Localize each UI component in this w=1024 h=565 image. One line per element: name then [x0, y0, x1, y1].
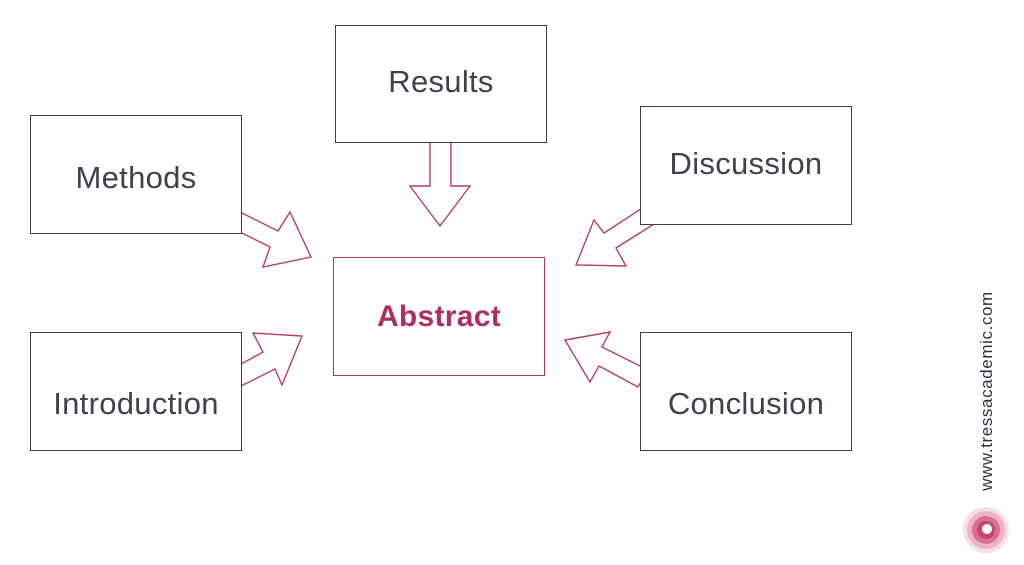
introduction-box: Introduction [30, 332, 242, 451]
methods-box: Methods [30, 115, 242, 234]
results-label: Results [388, 64, 494, 99]
arrow-discussion-to-abstract [574, 206, 655, 267]
website-url: www.tressacademic.com [977, 291, 996, 491]
abstract-label: Abstract [376, 299, 502, 333]
conclusion-box: Conclusion [640, 332, 852, 451]
results-box: Results [335, 25, 547, 143]
abstract-box: Abstract [333, 257, 545, 376]
conclusion-label: Conclusion [667, 385, 825, 421]
introduction-label: Introduction [53, 385, 219, 421]
discussion-box: Discussion [640, 106, 852, 225]
arrow-results-to-abstract [408, 139, 472, 228]
discussion-label: Discussion [669, 145, 823, 181]
methods-label: Methods [75, 159, 197, 195]
arrow-conclusion-to-abstract [563, 331, 649, 388]
tress-academic-logo-icon [963, 507, 1009, 553]
